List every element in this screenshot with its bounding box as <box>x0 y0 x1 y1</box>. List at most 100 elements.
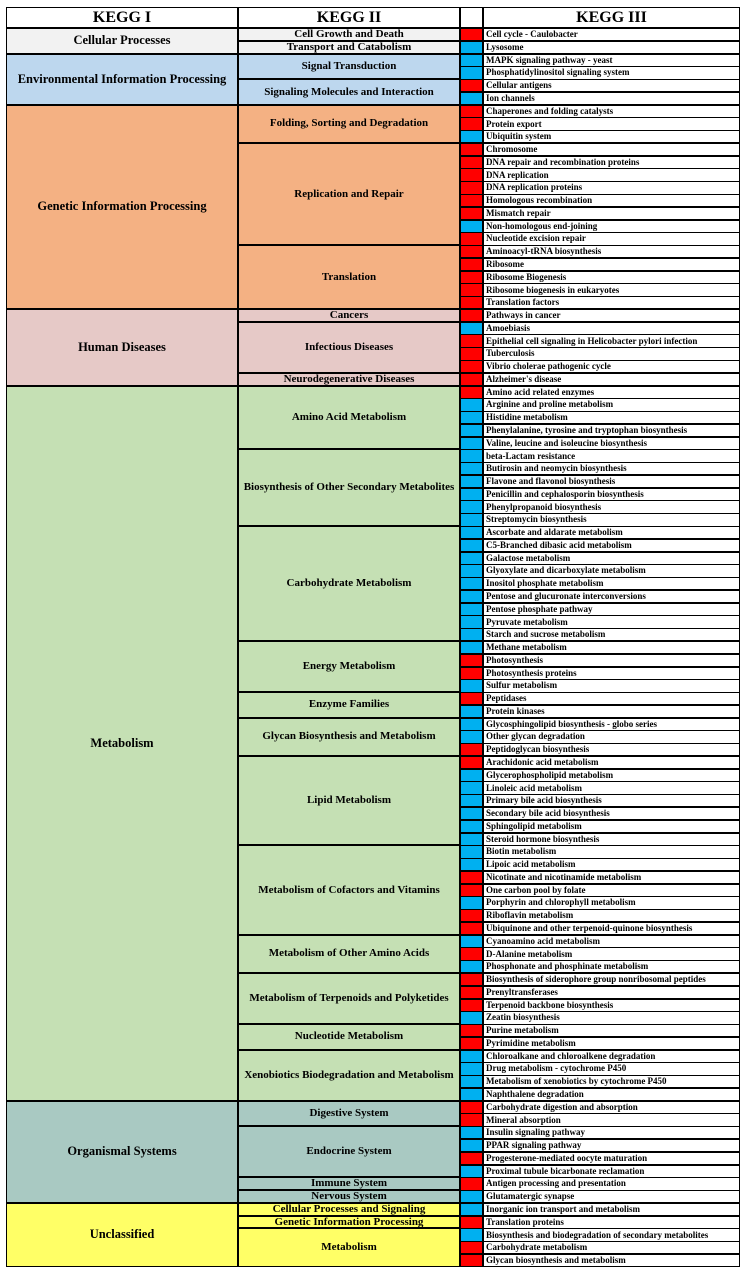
kegg2-endocrine-system: Endocrine System <box>238 1126 460 1178</box>
kegg1-metabolism: Metabolism <box>6 385 238 1101</box>
indicator-blue <box>460 704 483 719</box>
kegg3-row: Glutamatergic synapse <box>483 1190 740 1204</box>
indicator-blue <box>460 411 483 425</box>
indicator-blue <box>460 40 483 55</box>
kegg3-row: DNA repair and recombination proteins <box>483 155 740 169</box>
indicator-blue <box>460 858 483 872</box>
kegg3-row: Alzheimer's disease <box>483 372 740 387</box>
kegg3-row: Protein export <box>483 117 740 131</box>
kegg2-carbohydrate-metabolism: Carbohydrate Metabolism <box>238 526 460 641</box>
indicator-blue <box>460 564 483 578</box>
kegg3-row: Cellular antigens <box>483 79 740 93</box>
kegg3-row: Pentose phosphate pathway <box>483 602 740 616</box>
indicator-red <box>460 1151 483 1166</box>
indicator-blue <box>460 219 483 233</box>
kegg2-metabolism: Metabolism <box>238 1228 460 1267</box>
indicator-red <box>460 921 483 936</box>
indicator-blue <box>460 130 483 144</box>
indicator-red <box>460 155 483 169</box>
indicator-blue <box>460 640 483 655</box>
indicator-blue <box>460 628 483 642</box>
kegg3-row: Homologous recombination <box>483 194 740 208</box>
kegg2-energy-metabolism: Energy Metabolism <box>238 640 460 693</box>
kegg3-row: Nucleotide excision repair <box>483 232 740 246</box>
kegg3-row: Ribosome Biogenesis <box>483 270 740 284</box>
indicator-blue <box>460 53 483 67</box>
indicator-red <box>460 194 483 208</box>
indicator-red <box>460 1241 483 1255</box>
indicator-red <box>460 257 483 272</box>
indicator-blue <box>460 1228 483 1242</box>
indicator-blue <box>460 1087 483 1102</box>
indicator-blue <box>460 845 483 859</box>
header-indicator <box>460 7 483 28</box>
indicator-blue <box>460 1126 483 1140</box>
kegg3-row: Mismatch repair <box>483 206 740 221</box>
kegg3-row: Tuberculosis <box>483 347 740 361</box>
kegg3-row: beta-Lactam resistance <box>483 449 740 463</box>
indicator-red <box>460 1036 483 1051</box>
kegg2-immune-system: Immune System <box>238 1177 460 1191</box>
kegg3-row: Inorganic ion transport and metabolism <box>483 1202 740 1217</box>
kegg2-signal-transduction: Signal Transduction <box>238 53 460 80</box>
indicator-blue <box>460 1011 483 1025</box>
indicator-red <box>460 385 483 399</box>
indicator-blue <box>460 513 483 527</box>
kegg3-row: PPAR signaling pathway <box>483 1138 740 1153</box>
kegg3-row: Starch and sucrose metabolism <box>483 628 740 642</box>
header-kegg-iii: KEGG III <box>483 7 740 28</box>
indicator-blue <box>460 1202 483 1217</box>
kegg3-row: Histidine metabolism <box>483 411 740 425</box>
indicator-red <box>460 360 483 374</box>
indicator-blue <box>460 449 483 463</box>
indicator-blue <box>460 398 483 412</box>
kegg1-cellular-processes: Cellular Processes <box>6 28 238 54</box>
kegg3-row: DNA replication <box>483 168 740 182</box>
indicator-red <box>460 142 483 157</box>
kegg2-amino-acid-metabolism: Amino Acid Metabolism <box>238 385 460 450</box>
kegg1-human-diseases: Human Diseases <box>6 308 238 386</box>
kegg3-row: D-Alanine metabolism <box>483 947 740 961</box>
indicator-blue <box>460 832 483 846</box>
indicator-red <box>460 653 483 667</box>
indicator-blue <box>460 1049 483 1063</box>
indicator-red <box>460 883 483 897</box>
kegg3-row: Photosynthesis proteins <box>483 666 740 680</box>
kegg3-row: Purine metabolism <box>483 1024 740 1038</box>
kegg3-row: Methane metabolism <box>483 640 740 655</box>
kegg1-unclassified: Unclassified <box>6 1202 238 1267</box>
indicator-blue <box>460 66 483 80</box>
indicator-red <box>460 270 483 284</box>
kegg2-replication-and-repair: Replication and Repair <box>238 142 460 246</box>
kegg3-row: Mineral absorption <box>483 1113 740 1127</box>
indicator-blue <box>460 423 483 438</box>
kegg3-row: Glyoxylate and dicarboxylate metabolism <box>483 564 740 578</box>
header-kegg-i: KEGG I <box>6 7 238 28</box>
kegg3-row: Phenylalanine, tyrosine and tryptophan b… <box>483 423 740 438</box>
indicator-blue <box>460 1164 483 1178</box>
indicator-blue <box>460 321 483 335</box>
kegg3-row: Lysosome <box>483 40 740 55</box>
kegg2-genetic-information-processing: Genetic Information Processing <box>238 1215 460 1229</box>
kegg3-row: Butirosin and neomycin biosynthesis <box>483 462 740 476</box>
kegg3-row: Drug metabolism - cytochrome P450 <box>483 1062 740 1076</box>
kegg3-row: Pathways in cancer <box>483 308 740 323</box>
kegg1-genetic-information-processing: Genetic Information Processing <box>6 104 238 309</box>
indicator-blue <box>460 1190 483 1204</box>
indicator-blue <box>460 1062 483 1076</box>
kegg3-row: Metabolism of xenobiotics by cytochrome … <box>483 1075 740 1089</box>
indicator-red <box>460 998 483 1012</box>
kegg3-row: Secondary bile acid biosynthesis <box>483 806 740 821</box>
indicator-blue <box>460 577 483 591</box>
indicator-blue <box>460 436 483 450</box>
indicator-blue <box>460 487 483 501</box>
indicator-red <box>460 1024 483 1038</box>
kegg3-row: Streptomycin biosynthesis <box>483 513 740 527</box>
kegg2-glycan-biosynthesis-and-metabolism: Glycan Biosynthesis and Metabolism <box>238 717 460 756</box>
indicator-red <box>460 283 483 297</box>
kegg2-signaling-molecules-and-interaction: Signaling Molecules and Interaction <box>238 79 460 105</box>
kegg2-lipid-metabolism: Lipid Metabolism <box>238 755 460 846</box>
kegg2-digestive-system: Digestive System <box>238 1100 460 1127</box>
kegg3-row: Non-homologous end-joining <box>483 219 740 233</box>
kegg2-folding-sorting-and-degradation: Folding, Sorting and Degradation <box>238 104 460 143</box>
